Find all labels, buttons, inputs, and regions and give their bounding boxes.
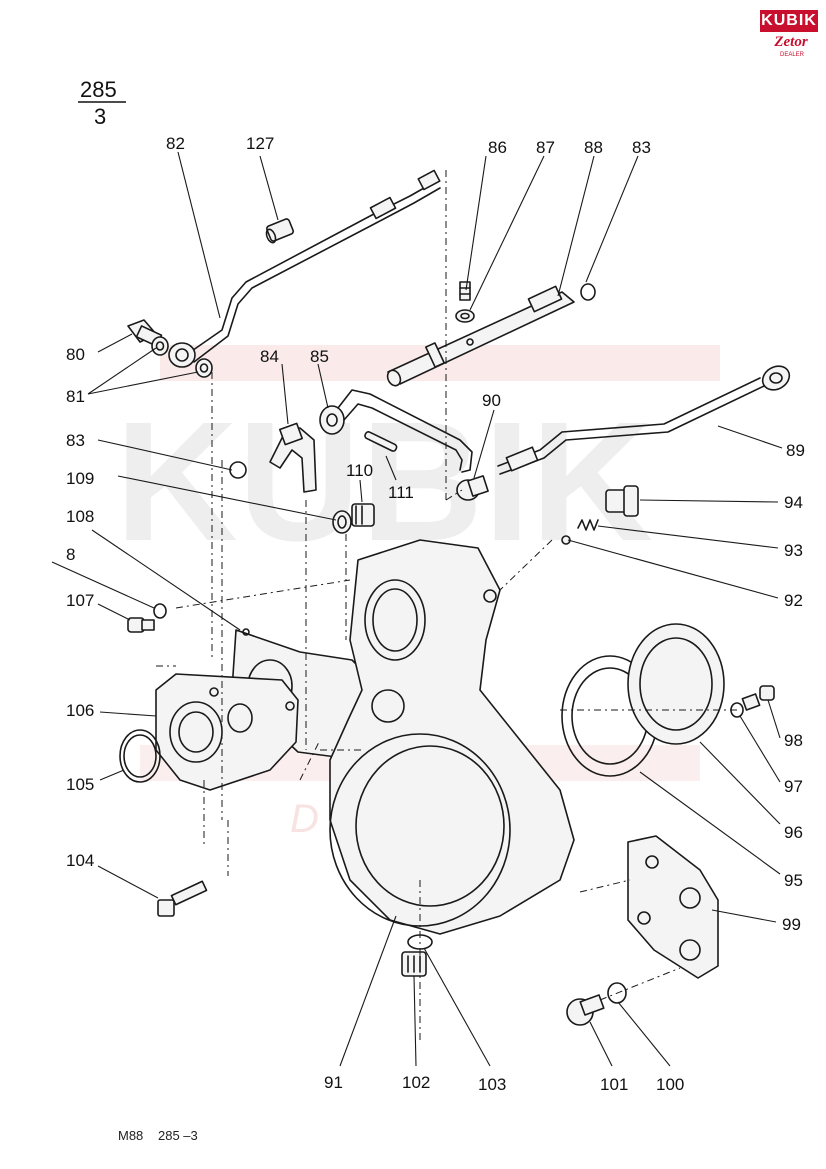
footer: M88 285 –3: [118, 1128, 198, 1143]
callout-106: 106: [66, 701, 94, 720]
leader-lines: [51, 151, 783, 1067]
part-8-washer: [153, 603, 167, 619]
callout-88: 88: [584, 138, 603, 157]
callout-labels: 82 127 86 87 88 83 80 81 84 85 90 89 83 …: [66, 134, 805, 1094]
callout-86: 86: [488, 138, 507, 157]
callout-93: 93: [784, 541, 803, 560]
part-82-pipe: [168, 169, 441, 368]
callout-82: 82: [166, 134, 185, 153]
callout-105: 105: [66, 775, 94, 794]
callout-100: 100: [656, 1075, 684, 1094]
logo-tag: DEALER: [779, 52, 804, 58]
logo-sub: Zetor: [774, 34, 808, 50]
callout-96: 96: [784, 823, 803, 842]
part-109-ring: [332, 510, 352, 534]
part-93-spring: [577, 519, 599, 531]
part-99-bracket: [627, 835, 719, 979]
part-104-bolt: [157, 880, 208, 917]
callout-108: 108: [66, 507, 94, 526]
callout-85: 85: [310, 347, 329, 366]
callout-99: 99: [782, 915, 801, 934]
callout-127: 127: [246, 134, 274, 153]
part-110-plug: [351, 503, 375, 527]
brand-logo: KUBIK Zetor DEALER: [760, 10, 818, 60]
callout-104: 104: [66, 851, 94, 870]
callout-109: 109: [66, 469, 94, 488]
part-101-plug: [566, 994, 605, 1026]
part-102-plug: [401, 951, 427, 977]
part-107-screw: [127, 617, 155, 633]
callout-95: 95: [784, 871, 803, 890]
callout-87: 87: [536, 138, 555, 157]
callout-92: 92: [784, 591, 803, 610]
part-87-nut: [455, 309, 475, 323]
part-94-plug: [605, 485, 639, 517]
page-code-denominator: 3: [94, 104, 106, 129]
part-91-housing: [329, 539, 575, 935]
part-90-fitting: [456, 475, 489, 501]
part-106-cover: [155, 673, 299, 791]
part-86-screw: [459, 281, 471, 301]
callout-84: 84: [260, 347, 279, 366]
callout-80: 80: [66, 345, 85, 364]
callout-98: 98: [784, 731, 803, 750]
callout-83-top: 83: [632, 138, 651, 157]
callout-111: 111: [388, 483, 414, 502]
callout-81: 81: [66, 387, 85, 406]
callout-110: 110: [346, 461, 373, 480]
page-code-numerator: 285: [80, 77, 117, 102]
part-83-circlip-top: [580, 283, 596, 301]
callout-101: 101: [600, 1075, 628, 1094]
callout-8: 8: [66, 545, 75, 564]
part-111-pin: [364, 431, 398, 452]
page-code: 285 3: [78, 77, 126, 129]
logo-brand: KUBIK: [760, 10, 818, 32]
callout-97: 97: [784, 777, 803, 796]
part-85-lever: [319, 389, 473, 473]
part-105-oring: [119, 729, 161, 783]
part-127-sleeve: [265, 218, 295, 244]
callout-103: 103: [478, 1075, 506, 1094]
callout-91: 91: [324, 1073, 343, 1092]
callout-102: 102: [402, 1073, 430, 1092]
part-96-cover: [627, 623, 725, 745]
part-81-washers: [151, 336, 213, 378]
assembly-lines: [156, 170, 740, 1040]
part-84-fork: [269, 422, 317, 493]
callout-89: 89: [786, 441, 805, 460]
callout-83-left: 83: [66, 431, 85, 450]
callout-107: 107: [66, 591, 94, 610]
footer-code: M88: [118, 1128, 143, 1143]
part-88-shaft: [386, 285, 575, 387]
part-98-screw: [741, 685, 775, 711]
part-100-washer: [607, 982, 627, 1004]
footer-page: 285 –3: [158, 1128, 198, 1143]
watermark-text: KUBIK: [115, 387, 653, 577]
callout-94: 94: [784, 493, 803, 512]
part-89-pipe: [497, 365, 791, 475]
callout-90: 90: [482, 391, 501, 410]
